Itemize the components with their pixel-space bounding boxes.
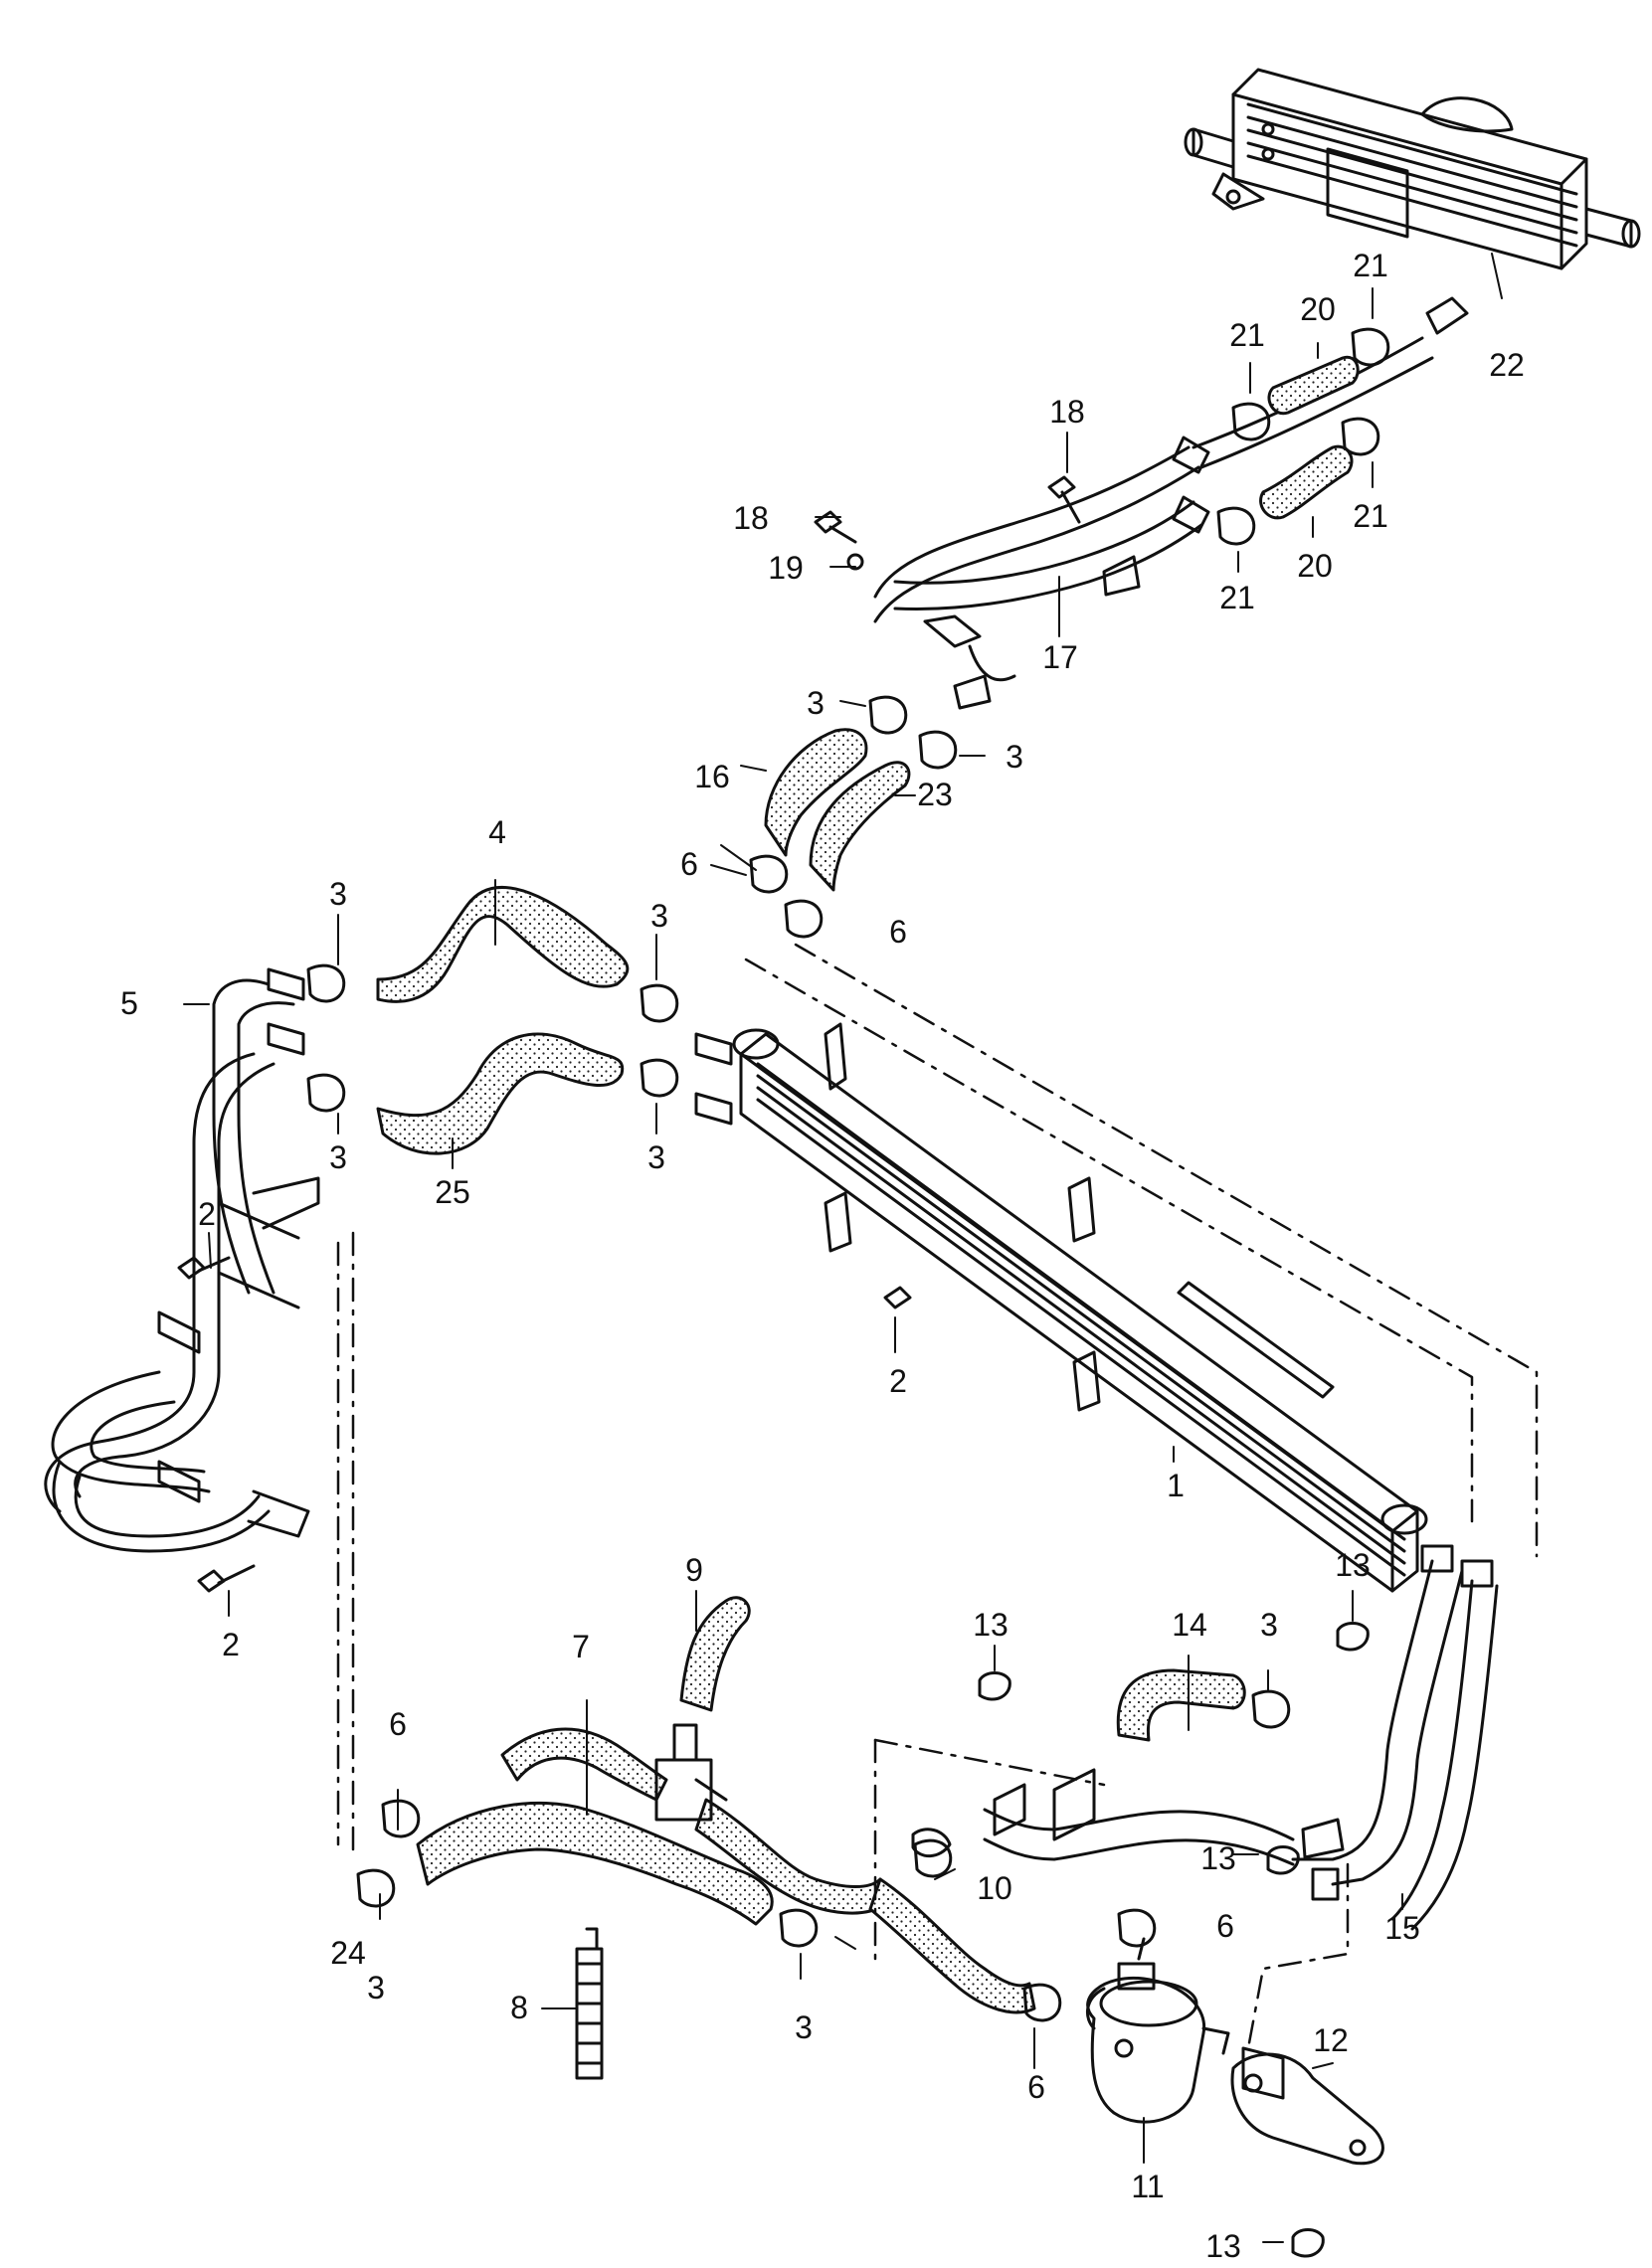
callout-2: 2 [222, 1627, 240, 1662]
callout-2: 2 [198, 1196, 216, 1232]
fasteners [177, 475, 1370, 2258]
callout-11: 11 [1131, 2169, 1164, 2204]
callout-6: 6 [889, 914, 907, 950]
hose-14 [1116, 1668, 1246, 1742]
callout-25: 25 [435, 1174, 470, 1210]
pump-bracket [1230, 2046, 1384, 2166]
hose-24 [416, 1801, 774, 1926]
hose-20-lower [1259, 444, 1354, 520]
pipe-left [44, 967, 320, 1553]
hose-9 [679, 1596, 751, 1712]
callout-22: 22 [1489, 347, 1525, 383]
callout-18: 18 [733, 500, 769, 536]
callout-3: 3 [1260, 1607, 1278, 1643]
callout-24: 24 [330, 1935, 366, 1971]
callout-labels: 1 2 2 2 3 3 3 3 3 3 3 3 3 3 4 5 6 6 6 6 … [120, 248, 1525, 2264]
callout-6: 6 [389, 1706, 407, 1742]
callout-9: 9 [685, 1552, 703, 1588]
callout-7: 7 [572, 1629, 590, 1664]
hose-20-upper [1267, 355, 1360, 416]
callout-3: 3 [807, 685, 825, 721]
callout-19: 19 [768, 550, 804, 586]
callout-3: 3 [795, 2009, 813, 2045]
callout-21: 21 [1353, 248, 1388, 283]
callout-5: 5 [120, 985, 138, 1021]
hose-4 [376, 886, 630, 1003]
callout-2: 2 [889, 1363, 907, 1399]
callout-1: 1 [1167, 1468, 1185, 1503]
callout-8: 8 [510, 1990, 528, 2025]
coolant-pump [1085, 1937, 1230, 2124]
callout-3: 3 [647, 1139, 665, 1175]
callout-10: 10 [977, 1870, 1012, 1906]
cable-tie [575, 1927, 604, 2080]
t-piece [654, 1723, 728, 1822]
callout-6: 6 [1216, 1908, 1234, 1944]
callout-17: 17 [1042, 639, 1078, 675]
callout-20: 20 [1300, 291, 1336, 327]
callout-13: 13 [1335, 1547, 1371, 1583]
main-oil-cooler [694, 1022, 1428, 1593]
callout-15: 15 [1384, 1910, 1420, 1946]
callout-14: 14 [1172, 1607, 1207, 1643]
clamps [306, 327, 1390, 2022]
callout-3: 3 [650, 898, 668, 934]
callout-13: 13 [973, 1607, 1009, 1643]
callout-13: 13 [1200, 1840, 1236, 1876]
callout-3: 3 [329, 1139, 347, 1175]
hose-7 [500, 1727, 1036, 2014]
callout-6: 6 [1027, 2069, 1045, 2105]
callout-21: 21 [1229, 317, 1265, 353]
callout-6: 6 [680, 846, 698, 882]
callout-18: 18 [1049, 394, 1085, 430]
hose-23 [809, 761, 911, 892]
callout-21: 21 [1219, 580, 1255, 615]
callout-12: 12 [1313, 2022, 1349, 2058]
pipe-lower-right [983, 1544, 1499, 1931]
callout-3: 3 [1006, 739, 1023, 775]
callout-13: 13 [1205, 2228, 1241, 2264]
callout-23: 23 [917, 777, 953, 812]
callout-16: 16 [694, 759, 730, 794]
callout-20: 20 [1297, 548, 1333, 584]
callout-21: 21 [1353, 498, 1388, 534]
callout-3: 3 [329, 876, 347, 912]
oil-cooler-upper [1184, 68, 1641, 270]
leader-lines [183, 253, 1503, 2243]
callout-3: 3 [367, 1970, 385, 2006]
hose-25 [376, 1032, 625, 1155]
hose-16 [764, 728, 868, 857]
callout-4: 4 [488, 814, 506, 850]
dashed-routing [336, 943, 1539, 2050]
